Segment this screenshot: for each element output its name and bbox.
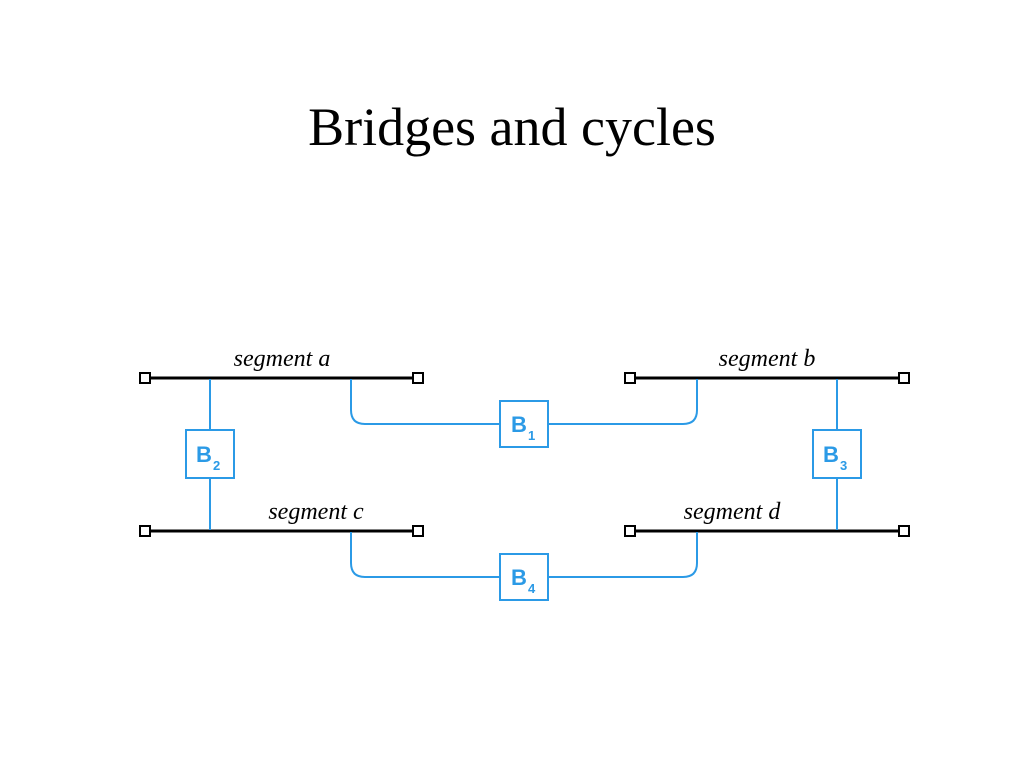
link-a-b1	[350, 379, 500, 425]
bridge-b3-letter: B	[823, 442, 839, 467]
segment-b-label: segment b	[719, 346, 816, 372]
bridge-b1: B 1	[499, 400, 549, 448]
bridge-b3-subscript: 3	[840, 458, 847, 473]
segment-b-left-terminator	[624, 372, 636, 384]
segment-a-left-terminator	[139, 372, 151, 384]
bridge-b4: B 4	[499, 553, 549, 601]
bridge-b2-letter: B	[196, 442, 212, 467]
bridge-b2-subscript: 2	[213, 458, 220, 473]
bridge-links	[209, 379, 838, 578]
segment-b: segment b	[624, 346, 910, 384]
segment-c-left-terminator	[139, 525, 151, 537]
segment-c-label: segment c	[268, 499, 364, 525]
segment-d-label: segment d	[684, 499, 782, 525]
bridge-b1-subscript: 1	[528, 428, 535, 443]
segment-b-right-terminator	[898, 372, 910, 384]
bridge-b3: B 3	[812, 429, 862, 479]
segment-d: segment d	[624, 499, 910, 537]
segment-c-right-terminator	[412, 525, 424, 537]
segment-c: segment c	[139, 499, 424, 537]
link-b1-b	[548, 379, 698, 425]
segment-a-label: segment a	[234, 346, 331, 372]
segment-d-left-terminator	[624, 525, 636, 537]
bridge-b4-letter: B	[511, 565, 527, 590]
bridge-b1-letter: B	[511, 412, 527, 437]
segment-a: segment a	[139, 346, 424, 384]
slide-title: Bridges and cycles	[308, 97, 716, 157]
link-b4-d	[548, 532, 698, 578]
link-c-b4	[350, 532, 500, 578]
segment-d-right-terminator	[898, 525, 910, 537]
bridge-b2: B 2	[185, 429, 235, 479]
bridge-b4-subscript: 4	[528, 581, 536, 596]
segment-a-right-terminator	[412, 372, 424, 384]
